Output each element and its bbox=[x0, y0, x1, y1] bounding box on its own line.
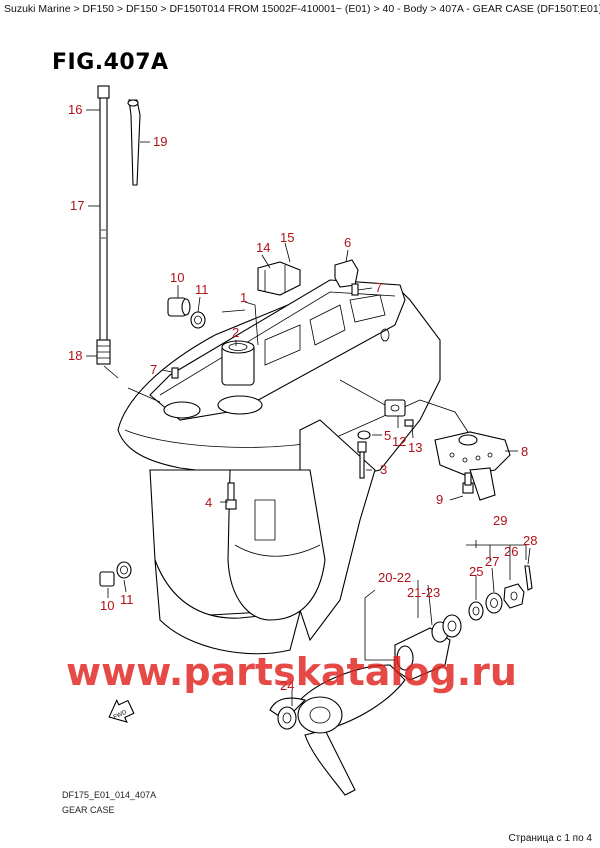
screw-13 bbox=[404, 419, 414, 427]
part-label-12: 12 bbox=[392, 434, 406, 449]
watermark: www.partskatalog.ru bbox=[66, 650, 517, 694]
figure-code: DF175_E01_014_407A bbox=[62, 790, 157, 800]
part-label-11-bottom: 11 bbox=[120, 592, 134, 607]
bracket-14-15 bbox=[257, 261, 301, 296]
nut-26 bbox=[503, 583, 525, 609]
part-label-20-22: 20-22 bbox=[378, 570, 411, 585]
trim-tab-anode-8 bbox=[434, 431, 511, 501]
gear-case-housing bbox=[117, 279, 441, 655]
part-label-19: 19 bbox=[153, 134, 167, 149]
part-label-17: 17 bbox=[70, 198, 84, 213]
breadcrumb: Suzuki Marine > DF150 > DF150 > DF150T01… bbox=[4, 3, 600, 15]
bolt-4 bbox=[225, 482, 237, 510]
cap-6 bbox=[334, 259, 359, 288]
part-label-21-23: 21-23 bbox=[407, 585, 440, 600]
spacer-27 bbox=[485, 592, 503, 614]
propeller bbox=[269, 664, 406, 796]
part-label-18: 18 bbox=[68, 348, 82, 363]
page-counter: Страница с 1 по 4 bbox=[508, 833, 592, 844]
part-label-27: 27 bbox=[485, 554, 499, 569]
washer-5 bbox=[357, 430, 371, 440]
washer-21-23 bbox=[442, 614, 462, 638]
pin-7-top bbox=[351, 283, 359, 296]
part-label-11-top: 11 bbox=[195, 282, 209, 297]
part-label-29: 29 bbox=[493, 513, 507, 528]
part-label-3: 3 bbox=[380, 462, 387, 477]
part-label-8: 8 bbox=[521, 444, 528, 459]
drive-shaft bbox=[96, 85, 111, 365]
part-labels: 16 19 17 18 14 15 6 10 11 1 2 7 7 5 12 1… bbox=[68, 102, 537, 693]
part-label-26: 26 bbox=[504, 544, 518, 559]
figure-title: FIG.407A bbox=[52, 50, 169, 75]
washer-25 bbox=[468, 601, 484, 621]
part-label-5: 5 bbox=[384, 428, 391, 443]
part-label-4: 4 bbox=[205, 495, 212, 510]
pin-7-left bbox=[171, 367, 179, 379]
part-label-7-left: 7 bbox=[150, 362, 157, 377]
part-label-10-top: 10 bbox=[170, 270, 184, 285]
part-label-9: 9 bbox=[436, 492, 443, 507]
clip-12 bbox=[384, 399, 406, 417]
figure-name: GEAR CASE bbox=[62, 805, 115, 815]
part-label-14: 14 bbox=[256, 240, 270, 255]
propeller-hub-kit bbox=[394, 621, 451, 681]
bolt-9 bbox=[462, 472, 474, 494]
part-label-10-bottom: 10 bbox=[100, 598, 114, 613]
part-label-13: 13 bbox=[408, 440, 422, 455]
water-tube bbox=[127, 99, 141, 186]
cotter-pin-28 bbox=[524, 565, 533, 591]
thrust-washer-24 bbox=[277, 706, 297, 730]
part-label-28: 28 bbox=[523, 533, 537, 548]
plug-10-top bbox=[167, 297, 191, 317]
part-label-24: 24 bbox=[280, 678, 294, 693]
fwd-arrow: FWD bbox=[108, 698, 135, 723]
gasket-11-top bbox=[190, 311, 206, 329]
part-label-6: 6 bbox=[344, 235, 351, 250]
part-label-1: 1 bbox=[240, 290, 247, 305]
fwd-label: FWD bbox=[113, 709, 129, 720]
part-label-15: 15 bbox=[280, 230, 294, 245]
part-label-7-top: 7 bbox=[375, 280, 382, 295]
part-label-2: 2 bbox=[232, 325, 239, 340]
gasket-11-bottom bbox=[116, 561, 132, 579]
leader-lines bbox=[86, 109, 531, 706]
part-label-25: 25 bbox=[469, 564, 483, 579]
bolt-3 bbox=[357, 441, 367, 479]
plug-10-bottom bbox=[99, 571, 115, 587]
part-label-16: 16 bbox=[68, 102, 82, 117]
